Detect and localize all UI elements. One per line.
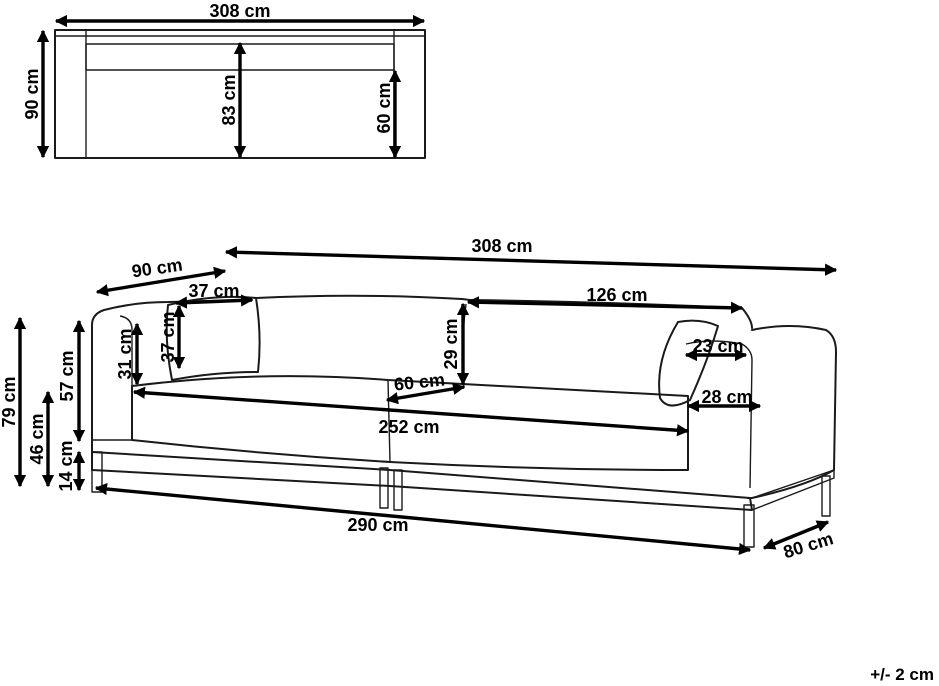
arm-inner-width-label: 23 cm (692, 336, 743, 356)
side-cushion-width-arrow (466, 296, 744, 314)
arm-outer-width-label: 28 cm (701, 387, 752, 407)
base-length-arrow (94, 482, 752, 556)
leg-front-left (91, 451, 103, 493)
seat-height-label: 46 cm (27, 413, 47, 464)
leg-front-right (743, 504, 755, 548)
top-width-label: 308 cm (209, 1, 270, 21)
leg-height-label: 14 cm (56, 440, 76, 491)
side-cushion-width-label: 126 cm (586, 285, 647, 305)
overall-width-label: 308 cm (471, 236, 532, 256)
base-depth-label: 80 cm (781, 528, 836, 562)
total-height-label: 79 cm (0, 376, 19, 427)
right-arm-outline (747, 325, 837, 499)
back-cushion-width-label: 37 cm (188, 281, 239, 301)
seat-cushion-height-label: 31 cm (115, 328, 135, 379)
right-arm-inner (685, 340, 753, 489)
center-back (255, 294, 471, 301)
seat-width-label: 252 cm (378, 417, 439, 437)
leg-back-right (821, 475, 831, 517)
back-cushion-width-arrow (174, 294, 254, 309)
top-arm-depth-label: 60 cm (374, 82, 394, 133)
base-length-label: 290 cm (347, 515, 408, 535)
back-height-label: 29 cm (441, 318, 461, 369)
base-front (91, 439, 753, 511)
leg-middle-right (393, 469, 403, 511)
back-cushion-height-label: 37 cm (158, 311, 178, 362)
overall-width-arrow (224, 246, 838, 276)
leg-middle-left (379, 467, 389, 509)
top-seat-depth-label: 83 cm (219, 74, 239, 125)
top-depth-label: 90 cm (22, 68, 42, 119)
base-depth-arrow (762, 520, 830, 550)
left-arm-outline (91, 299, 253, 441)
seat-width-arrow (132, 386, 690, 437)
seat-cushions (131, 375, 689, 471)
arm-height-label: 57 cm (57, 350, 77, 401)
base-right-side (751, 469, 835, 511)
tolerance-label: +/- 2 cm (870, 665, 934, 684)
depth-arrow (95, 266, 227, 297)
